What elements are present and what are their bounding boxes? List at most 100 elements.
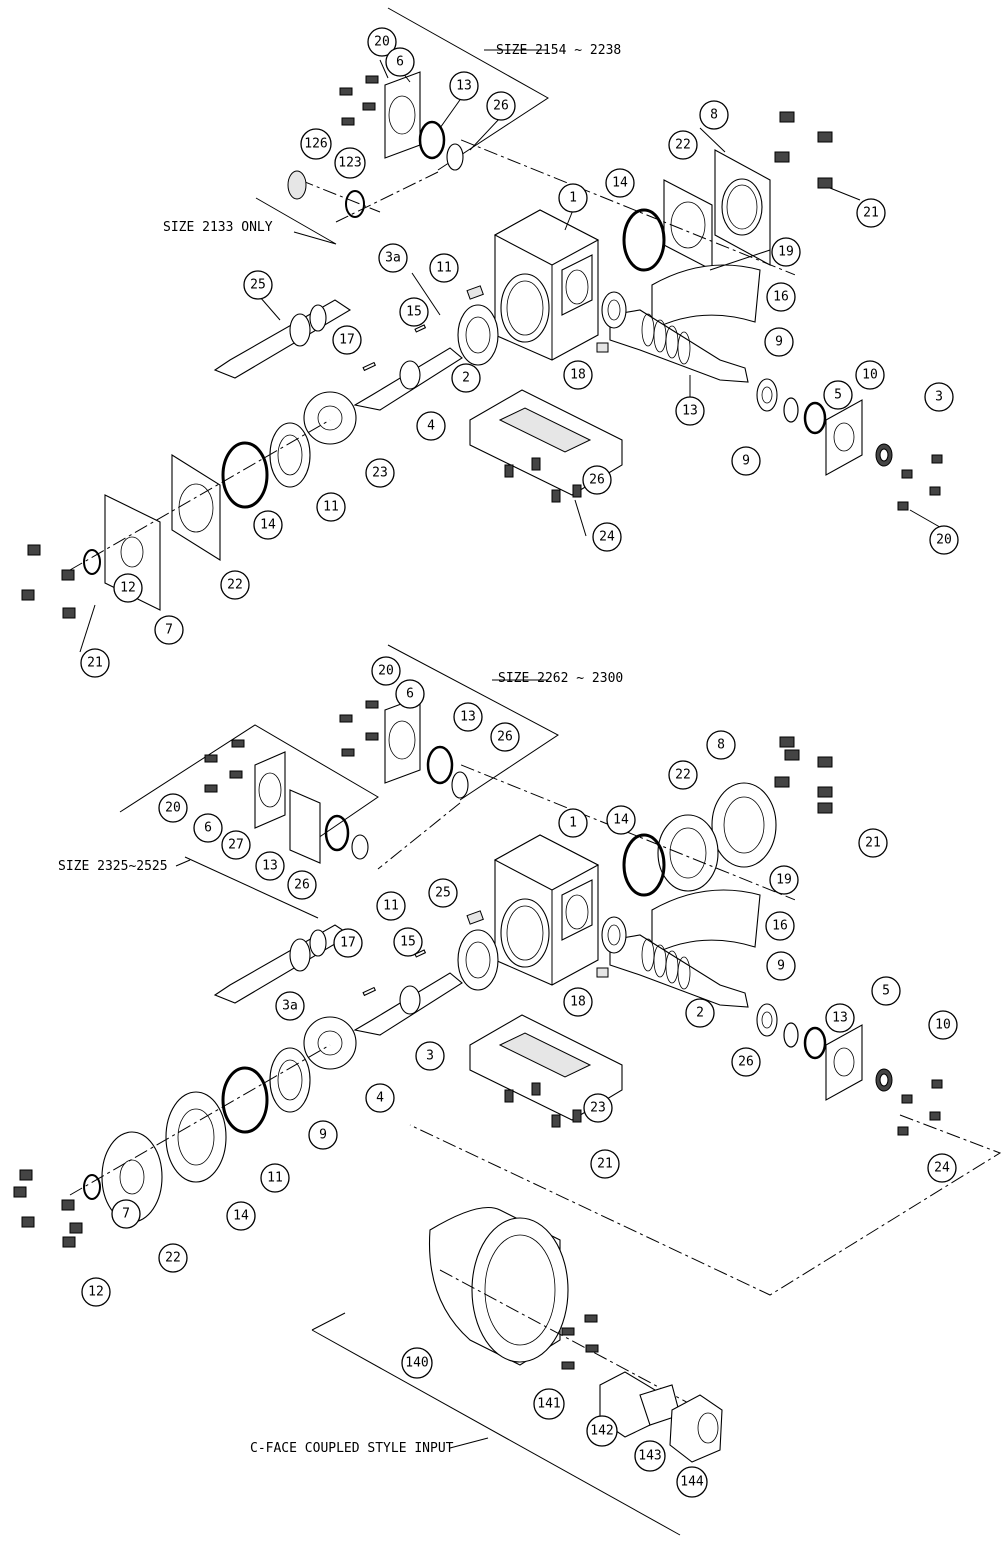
part-number-label: 5 bbox=[834, 388, 842, 403]
part-number-label: 21 bbox=[863, 206, 879, 221]
part-number-label: 10 bbox=[862, 368, 878, 383]
c-face-assembly bbox=[428, 1206, 723, 1463]
upper-part-3a-bubble-16: 3a bbox=[378, 243, 408, 273]
part-number-label: 22 bbox=[227, 578, 243, 593]
part-number-label: 20 bbox=[936, 533, 952, 548]
part-number-label: 14 bbox=[613, 813, 629, 828]
part-number-label: 22 bbox=[165, 1251, 181, 1266]
label-size-2325-2525: SIZE 2325~2525 bbox=[58, 859, 168, 874]
lower-part-3a-bubble-21: 3a bbox=[275, 991, 305, 1021]
lower-part-2-bubble-23: 2 bbox=[685, 998, 715, 1028]
part-number-label: 3a bbox=[385, 251, 401, 266]
upper-part-9-bubble-13: 9 bbox=[764, 327, 794, 357]
lower-part-16-bubble-15: 16 bbox=[765, 911, 795, 941]
cface-part-142-bubble-2: 142 bbox=[586, 1415, 618, 1447]
lower-part-19-bubble-14: 19 bbox=[769, 865, 799, 895]
part-number-label: 7 bbox=[165, 623, 173, 638]
part-number-label: 16 bbox=[773, 290, 789, 305]
part-number-label: 5 bbox=[882, 984, 890, 999]
part-number-label: 6 bbox=[396, 55, 404, 70]
part-number-label: 144 bbox=[680, 1475, 704, 1490]
part-number-label: 4 bbox=[427, 419, 435, 434]
part-number-label: 141 bbox=[537, 1397, 560, 1412]
part-number-label: 14 bbox=[612, 176, 628, 191]
part-number-label: 9 bbox=[775, 335, 783, 350]
lower-part-12-bubble-36: 12 bbox=[81, 1277, 111, 1307]
upper-part-13-bubble-2: 13 bbox=[449, 71, 479, 101]
upper-part-1-bubble-6: 1 bbox=[558, 183, 588, 213]
part-number-label: 26 bbox=[493, 99, 509, 114]
part-number-label: 22 bbox=[675, 138, 691, 153]
part-number-label: 27 bbox=[228, 838, 244, 853]
part-number-label: 123 bbox=[338, 156, 361, 171]
part-number-bubbles: 2061326126123114228211916925113a15171821… bbox=[80, 27, 959, 1498]
upper-part-123-bubble-5: 123 bbox=[334, 147, 366, 179]
upper-part-4-bubble-25: 4 bbox=[416, 411, 446, 441]
upper-part-12-bubble-33: 12 bbox=[113, 573, 143, 603]
upper-assembly bbox=[21, 7, 943, 619]
part-number-label: 3a bbox=[282, 999, 298, 1014]
lower-part-9-bubble-31: 9 bbox=[308, 1120, 338, 1150]
lower-part-21-bubble-13: 21 bbox=[858, 828, 888, 858]
part-number-label: 2 bbox=[696, 1006, 704, 1021]
lower-part-8-bubble-12: 8 bbox=[706, 730, 736, 760]
part-number-label: 24 bbox=[599, 530, 615, 545]
lower-part-7-bubble-35: 7 bbox=[111, 1199, 141, 1229]
part-number-label: 21 bbox=[597, 1157, 613, 1172]
upper-part-26-bubble-27: 26 bbox=[582, 465, 612, 495]
lower-part-13-bubble-24: 13 bbox=[825, 1003, 855, 1033]
part-number-label: 13 bbox=[832, 1011, 848, 1026]
part-number-label: 23 bbox=[590, 1101, 606, 1116]
upper-part-21-bubble-10: 21 bbox=[856, 198, 886, 228]
lower-part-11-bubble-18: 11 bbox=[376, 891, 406, 921]
part-number-label: 143 bbox=[638, 1449, 661, 1464]
part-number-label: 17 bbox=[339, 333, 355, 348]
upper-part-13-bubble-21: 13 bbox=[675, 396, 705, 426]
upper-part-22-bubble-31: 22 bbox=[220, 570, 250, 600]
part-number-label: 8 bbox=[710, 108, 718, 123]
upper-part-8-bubble-9: 8 bbox=[699, 100, 729, 130]
part-number-label: 12 bbox=[120, 581, 136, 596]
part-number-label: 1 bbox=[569, 191, 577, 206]
part-number-label: 8 bbox=[717, 738, 725, 753]
part-number-label: 26 bbox=[589, 473, 605, 488]
upper-part-11-bubble-15: 11 bbox=[429, 253, 459, 283]
part-number-label: 2 bbox=[462, 371, 470, 386]
part-number-label: 7 bbox=[122, 1207, 130, 1222]
upper-part-19-bubble-11: 19 bbox=[771, 237, 801, 267]
part-number-label: 126 bbox=[304, 137, 327, 152]
upper-part-3-bubble-24: 3 bbox=[924, 382, 954, 412]
upper-part-14-bubble-30: 14 bbox=[253, 510, 283, 540]
part-number-label: 11 bbox=[323, 500, 339, 515]
part-number-label: 6 bbox=[204, 821, 212, 836]
cface-part-143-bubble-3: 143 bbox=[634, 1440, 666, 1472]
upper-part-10-bubble-23: 10 bbox=[855, 360, 885, 390]
upper-part-25-bubble-14: 25 bbox=[243, 270, 273, 300]
upper-part-16-bubble-12: 16 bbox=[766, 282, 796, 312]
label-c-face: C-FACE COUPLED STYLE INPUT bbox=[250, 1441, 454, 1456]
part-number-label: 24 bbox=[934, 1161, 950, 1176]
lower-part-20-bubble-0: 20 bbox=[371, 656, 401, 686]
lower-part-23-bubble-29: 23 bbox=[583, 1093, 613, 1123]
lower-part-22-bubble-11: 22 bbox=[668, 760, 698, 790]
part-number-label: 13 bbox=[682, 404, 698, 419]
part-number-label: 3 bbox=[426, 1049, 434, 1064]
lower-part-17-bubble-20: 17 bbox=[333, 928, 363, 958]
upper-part-26-bubble-3: 26 bbox=[486, 91, 516, 121]
label-size-2133-only: SIZE 2133 ONLY bbox=[163, 220, 273, 235]
part-number-label: 14 bbox=[233, 1209, 249, 1224]
lower-part-3-bubble-27: 3 bbox=[415, 1041, 445, 1071]
upper-part-14-bubble-7: 14 bbox=[605, 168, 635, 198]
part-number-label: 9 bbox=[777, 959, 785, 974]
part-number-label: 11 bbox=[267, 1171, 283, 1186]
part-number-label: 142 bbox=[590, 1424, 613, 1439]
cface-part-140-bubble-0: 140 bbox=[401, 1347, 433, 1379]
cface-part-141-bubble-1: 141 bbox=[533, 1388, 565, 1420]
part-number-label: 9 bbox=[742, 454, 750, 469]
lower-part-11-bubble-32: 11 bbox=[260, 1163, 290, 1193]
lower-part-24-bubble-38: 24 bbox=[927, 1153, 957, 1183]
lower-part-5-bubble-25: 5 bbox=[871, 976, 901, 1006]
part-number-label: 19 bbox=[776, 873, 792, 888]
upper-part-6-bubble-1: 6 bbox=[385, 47, 415, 77]
